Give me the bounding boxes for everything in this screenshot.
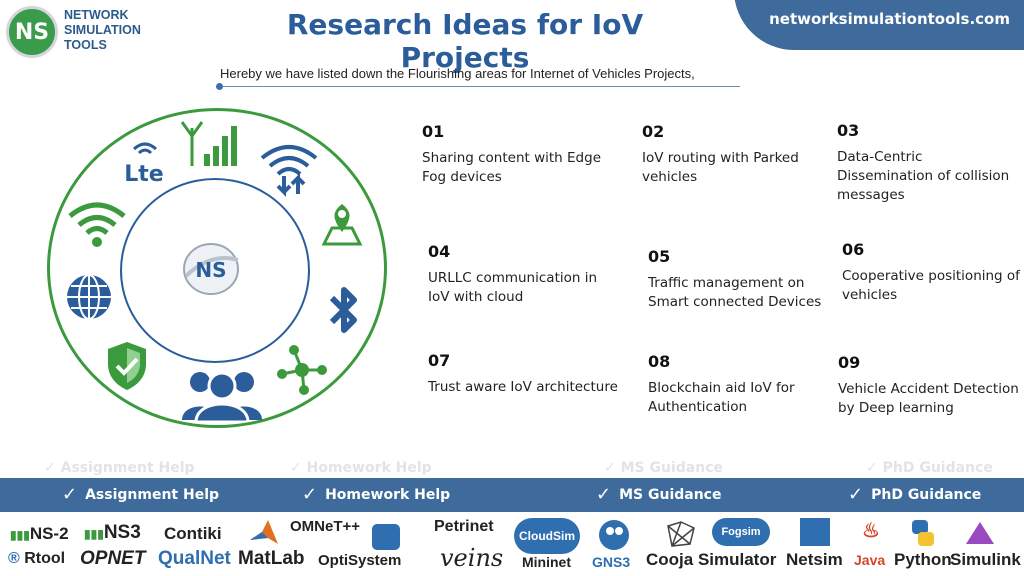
signal-tower-icon	[180, 121, 237, 166]
idea-text: Sharing content with Edge Fog devices	[422, 150, 602, 185]
page-title: Research Ideas for IoV Projects	[286, 8, 644, 74]
logo-line-2: SIMULATION	[64, 23, 141, 37]
idea-item-08: 08 Blockchain aid IoV for Authentication	[648, 352, 838, 417]
shield-icon	[108, 342, 146, 390]
tool-veins-logo: veins	[440, 544, 504, 572]
service-label: PhD Guidance	[871, 486, 982, 503]
service-ghost-assignment: ✓ Assignment Help	[44, 460, 195, 476]
lte-icon: Lte	[120, 135, 170, 187]
logo-line-1: NETWORK	[64, 8, 129, 22]
gns3-logo-icon	[599, 520, 629, 550]
tool-gns3-logo: GNS3	[592, 554, 631, 570]
idea-text: URLLC communication in IoV with cloud	[428, 270, 598, 305]
idea-item-04: 04 URLLC communication in IoV with cloud	[428, 242, 618, 307]
service-ms-guidance[interactable]: ✓ MS Guidance	[596, 484, 721, 505]
idea-number: 07	[428, 351, 451, 370]
tool-petrinet-logo: Petrinet	[434, 518, 494, 535]
service-ghost-homework: ✓ Homework Help	[290, 460, 432, 476]
check-icon: ✓	[848, 484, 864, 505]
idea-item-09: 09 Vehicle Accident Detection by Deep le…	[838, 353, 1022, 418]
globe-icon	[67, 274, 111, 320]
idea-text: Traffic management on Smart connected De…	[648, 275, 822, 310]
idea-number: 08	[648, 352, 671, 371]
users-icon	[182, 371, 262, 422]
intro-text: Hereby we have listed down the Flourishi…	[220, 66, 740, 87]
idea-item-02: 02 IoV routing with Parked vehicles	[642, 122, 832, 187]
service-label: Assignment Help	[85, 486, 220, 503]
idea-number: 06	[842, 240, 865, 259]
wifi-icon	[68, 202, 126, 247]
lte-text: Lte	[124, 162, 163, 187]
tool-rtool-logo: ® Rtool	[8, 550, 66, 567]
center-ns-logo: NS	[183, 243, 239, 295]
idea-number: 04	[428, 242, 451, 261]
tool-qualnet-logo: QualNet	[158, 548, 231, 569]
idea-item-06: 06 Cooperative positioning of vehicles	[842, 240, 1022, 305]
netsim-logo-icon	[800, 518, 830, 546]
tool-ns2-logo: ▮▮▮NS-2	[10, 524, 69, 543]
tool-cooja-logo: Cooja Simulator	[646, 550, 777, 569]
tool-python-logo: Python	[894, 550, 952, 569]
site-banner	[734, 0, 1024, 50]
logo-text: NETWORK SIMULATION TOOLS	[64, 8, 174, 53]
idea-number: 09	[838, 353, 861, 372]
map-pin-icon	[321, 204, 363, 246]
tools-strip: ▮▮▮NS-2 ▮▮▮NS3 Contiki OMNeT++ Petrinet …	[0, 514, 1024, 576]
tool-contiki-logo: Contiki	[164, 524, 222, 543]
idea-text: Blockchain aid IoV for Authentication	[648, 380, 795, 415]
idea-item-03: 03 Data-Centric Dissemination of collisi…	[837, 121, 1022, 205]
check-icon: ✓	[596, 484, 612, 505]
idea-text: Trust aware IoV architecture	[428, 379, 618, 395]
optisystem-logo-icon	[372, 524, 400, 550]
service-label: MS Guidance	[619, 486, 722, 503]
tool-java-logo: Java	[854, 552, 886, 568]
tool-simulink-logo: Simulink	[950, 550, 1021, 569]
site-link[interactable]: networksimulationtools.com	[769, 10, 1010, 28]
subtitle-bullet	[216, 83, 223, 90]
idea-text: IoV routing with Parked vehicles	[642, 150, 799, 185]
tool-matlab-logo: MatLab	[238, 548, 305, 569]
service-phd-guidance[interactable]: ✓ PhD Guidance	[848, 484, 981, 505]
matlab-logo-icon	[250, 520, 278, 544]
idea-text: Cooperative positioning of vehicles	[842, 268, 1020, 303]
idea-text: Vehicle Accident Detection by Deep learn…	[838, 381, 1019, 416]
python-logo-icon	[912, 520, 934, 546]
bluetooth-icon	[329, 287, 357, 333]
services-bar: ✓ Assignment Help ✓ Homework Help ✓ MS G…	[0, 478, 1024, 512]
brand-logo[interactable]: NS NETWORK SIMULATION TOOLS	[6, 6, 176, 58]
logo-mark: NS	[6, 6, 58, 58]
service-ghost-phd: ✓ PhD Guidance	[866, 460, 993, 476]
wifi-transfer-icon	[260, 145, 318, 197]
check-icon: ✓	[62, 484, 78, 505]
network-nodes-icon	[277, 345, 327, 395]
idea-number: 03	[837, 121, 860, 140]
inner-ring	[120, 178, 310, 363]
tool-ns3-logo: ▮▮▮NS3	[84, 522, 141, 543]
outer-ring	[47, 108, 387, 428]
service-label: Homework Help	[325, 486, 451, 503]
tool-netsim-logo: Netsim	[786, 550, 843, 569]
cooja-logo-icon	[667, 521, 695, 547]
tool-opnet-logo: OPNET	[80, 548, 146, 569]
tool-optisystem-logo: OptiSystem	[318, 552, 402, 569]
logo-line-3: TOOLS	[64, 38, 107, 52]
idea-number: 02	[642, 122, 665, 141]
simulink-logo-icon	[966, 522, 994, 544]
check-icon: ✓	[302, 484, 318, 505]
idea-number: 05	[648, 247, 671, 266]
java-logo-icon: ♨	[862, 520, 880, 542]
idea-item-05: 05 Traffic management on Smart connected…	[648, 247, 828, 312]
service-homework-help[interactable]: ✓ Homework Help	[302, 484, 450, 505]
idea-item-07: 07 Trust aware IoV architecture	[428, 351, 618, 397]
tool-omnet-logo: OMNeT++	[290, 518, 361, 535]
center-mark-text: NS	[195, 258, 226, 282]
idea-text: Data-Centric Dissemination of collision …	[837, 149, 1010, 203]
idea-number: 01	[422, 122, 445, 141]
tool-fogsim-logo: Fogsim	[712, 518, 770, 546]
service-assignment-help[interactable]: ✓ Assignment Help	[62, 484, 219, 505]
tool-cloudsim-logo: CloudSim	[514, 518, 580, 554]
tool-mininet-logo: Mininet	[522, 554, 571, 570]
idea-item-01: 01 Sharing content with Edge Fog devices	[422, 122, 612, 187]
service-ghost-ms: ✓ MS Guidance	[604, 460, 723, 476]
